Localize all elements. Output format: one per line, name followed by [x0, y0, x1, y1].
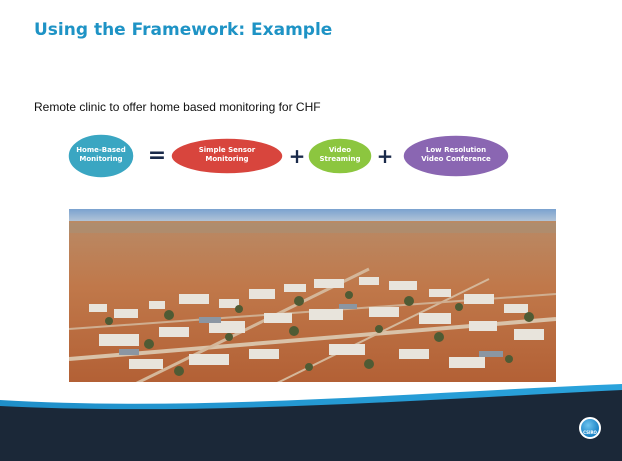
- slide-footer-band: [0, 382, 622, 461]
- term-3-line-1: Video: [329, 146, 351, 154]
- plus-sign-2: +: [377, 144, 394, 168]
- term-4-line-2: Video Conference: [421, 155, 491, 163]
- term-2-line-2: Monitoring: [205, 155, 248, 163]
- csiro-logo: CSIRO: [579, 417, 601, 439]
- plus-sign-1: +: [289, 144, 306, 168]
- equation-term-home-based: Home-Based Monitoring: [67, 133, 135, 179]
- equals-sign: =: [148, 143, 166, 168]
- term-2-line-1: Simple Sensor: [199, 146, 256, 154]
- equation-term-simple-sensor: Simple Sensor Monitoring: [170, 137, 284, 175]
- remote-town-aerial-photo: [69, 209, 556, 387]
- equation-diagram: Home-Based Monitoring = Simple Sensor Mo…: [67, 133, 510, 179]
- equation-term-low-res-conference: Low Resolution Video Conference: [402, 134, 510, 178]
- slide-body-text: Remote clinic to offer home based monito…: [34, 100, 321, 114]
- term-4-line-1: Low Resolution: [426, 146, 486, 154]
- slide-title: Using the Framework: Example: [34, 20, 333, 40]
- equation-term-video-streaming: Video Streaming: [307, 137, 373, 175]
- term-1-line-2: Monitoring: [79, 155, 122, 163]
- term-1-line-1: Home-Based: [76, 146, 126, 154]
- csiro-logo-text: CSIRO: [583, 430, 597, 435]
- term-3-line-2: Streaming: [320, 155, 361, 163]
